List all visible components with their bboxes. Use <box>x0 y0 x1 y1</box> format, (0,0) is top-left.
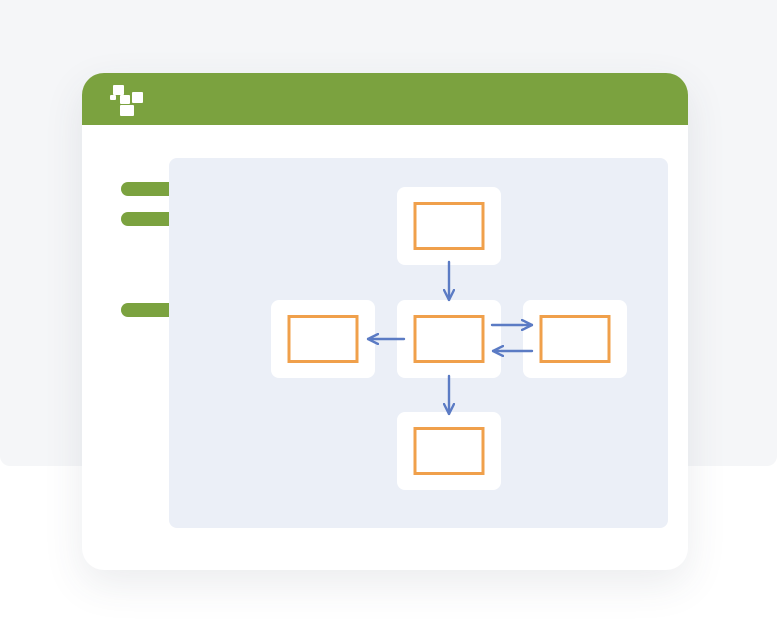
diagram-node-bottom[interactable] <box>397 412 501 490</box>
node-box <box>413 427 485 475</box>
node-card <box>397 300 501 378</box>
node-card <box>397 412 501 490</box>
node-box <box>413 315 485 363</box>
node-card <box>397 187 501 265</box>
node-box <box>539 315 611 363</box>
diagram-node-top[interactable] <box>397 187 501 265</box>
node-card <box>523 300 627 378</box>
node-box <box>413 202 485 250</box>
title-bar <box>82 73 688 125</box>
flowchart-blocks-icon <box>110 85 143 116</box>
diagram-node-left[interactable] <box>271 300 375 378</box>
node-box <box>287 315 359 363</box>
node-card <box>271 300 375 378</box>
diagram-node-center[interactable] <box>397 300 501 378</box>
diagram-node-right[interactable] <box>523 300 627 378</box>
